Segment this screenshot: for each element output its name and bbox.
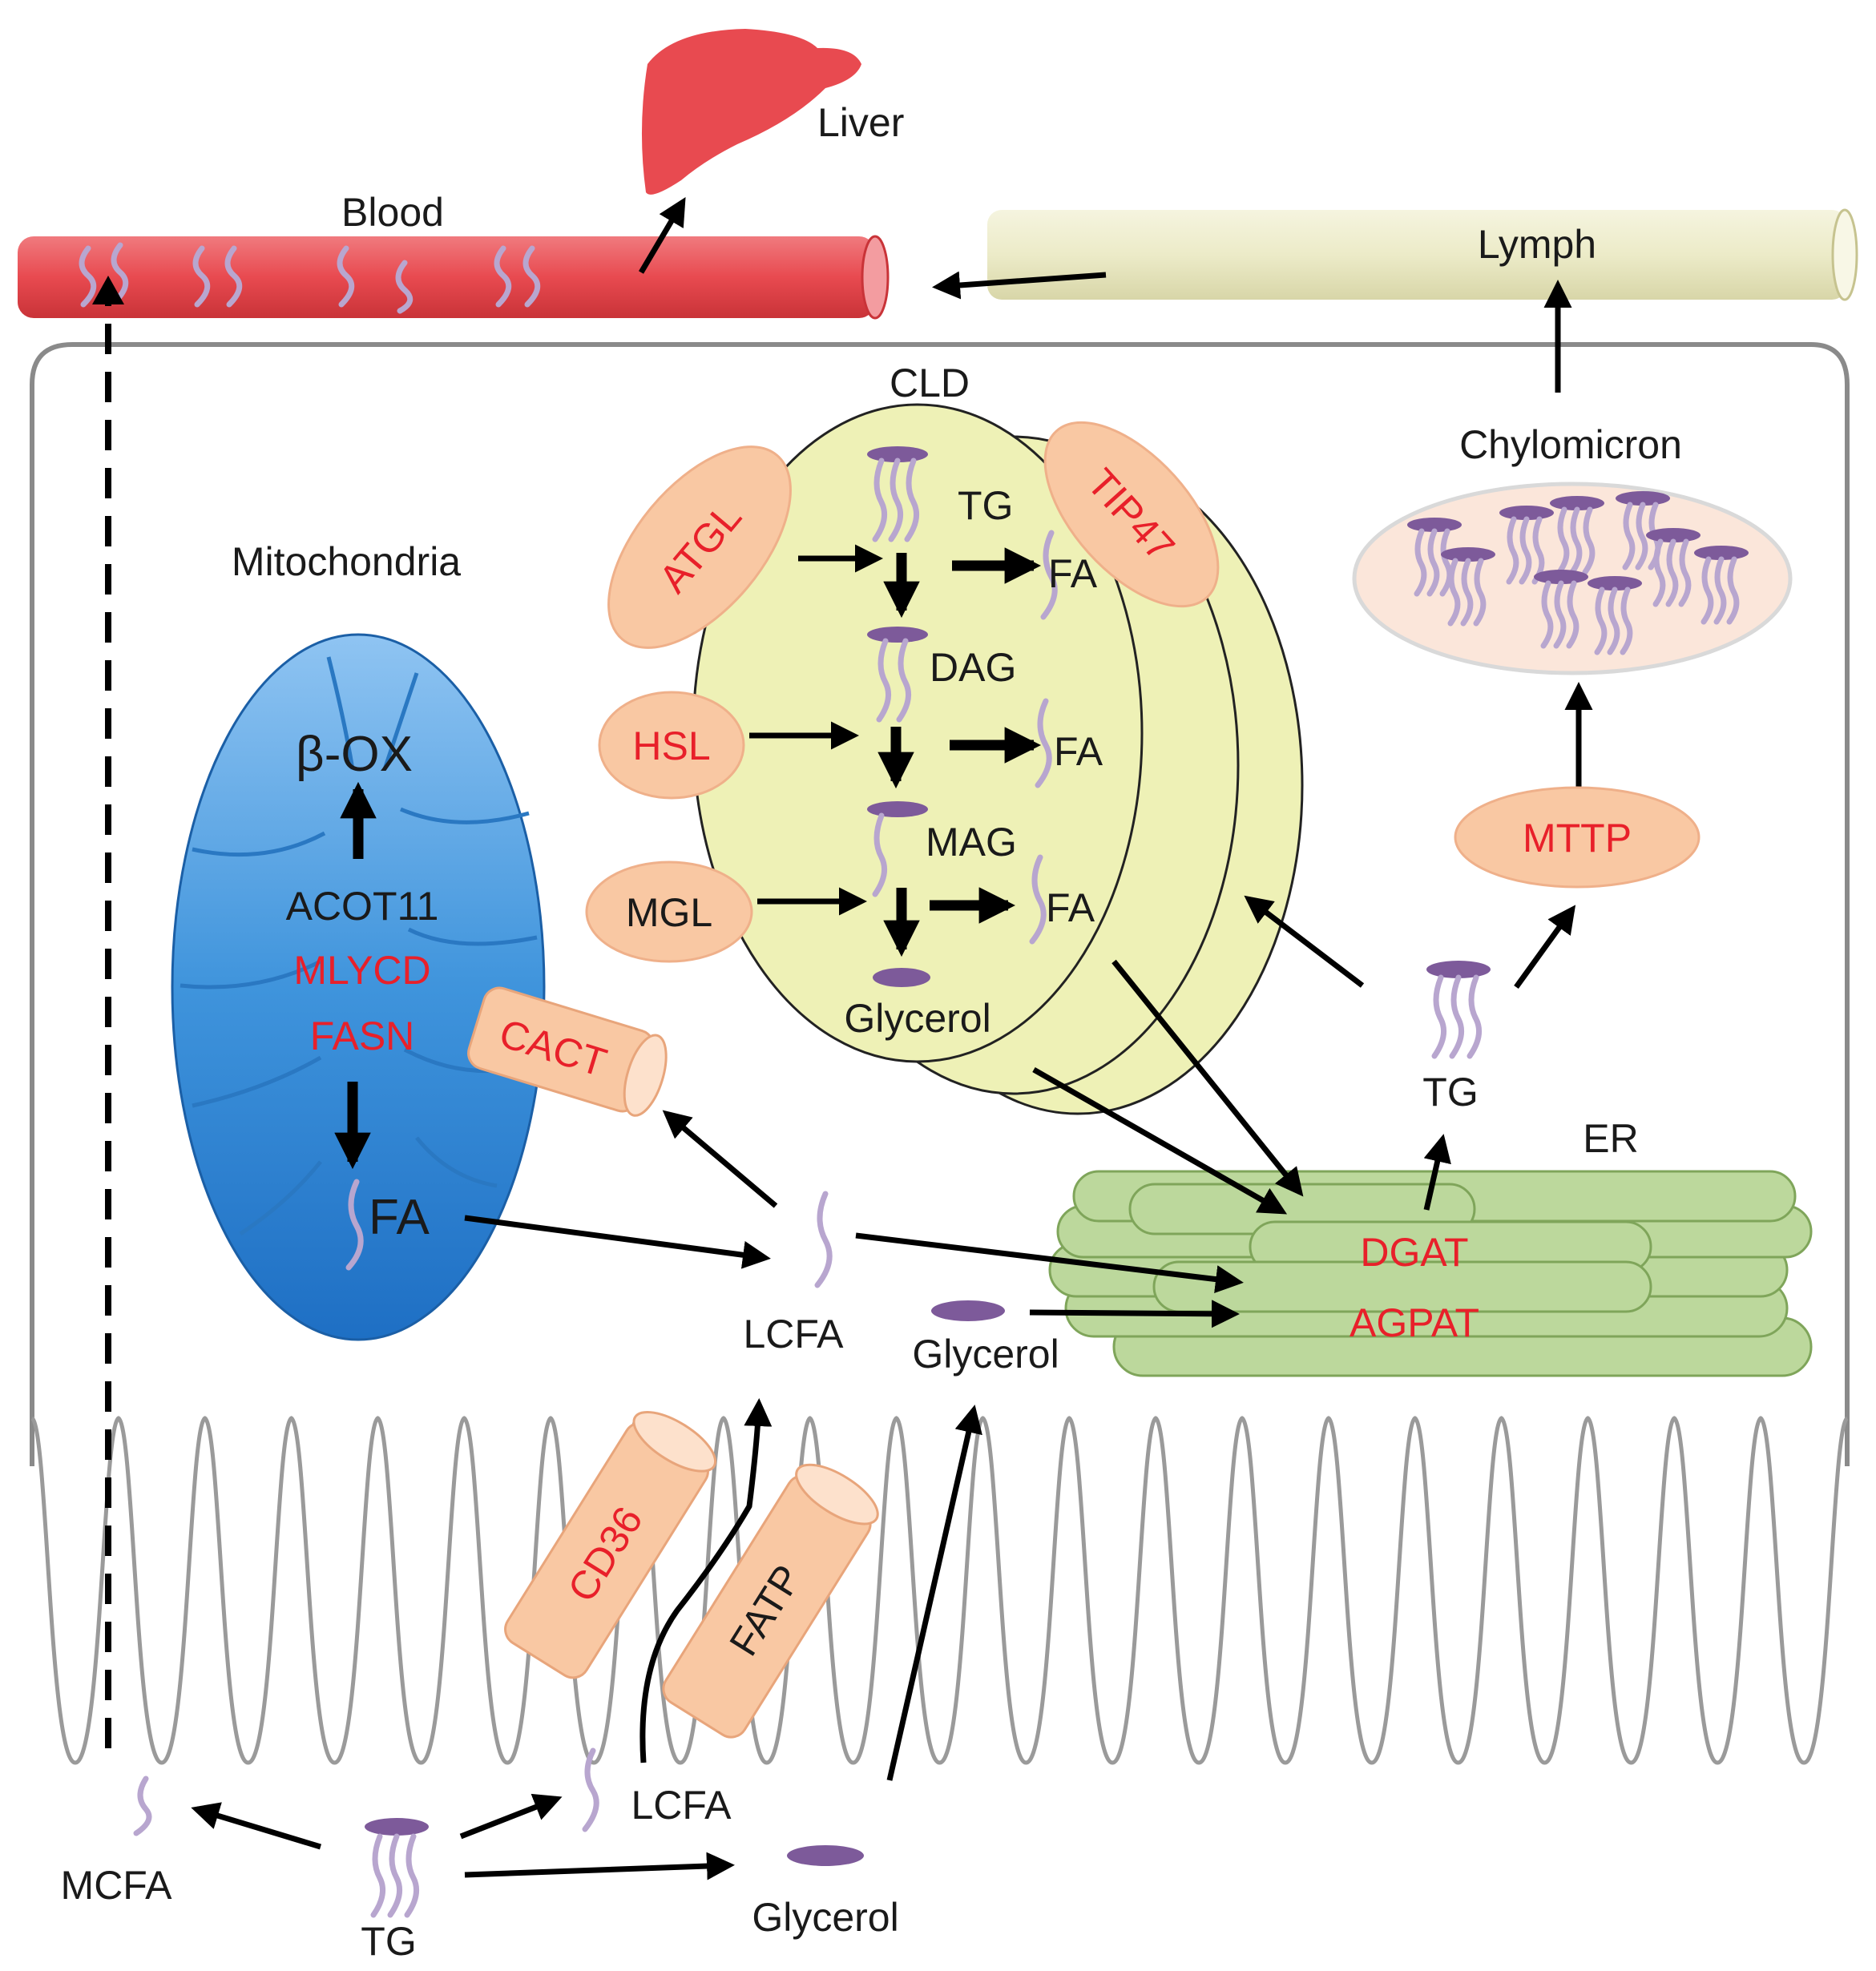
blood-to-liver-arrow	[638, 196, 686, 274]
cld-label: CLD	[890, 361, 970, 405]
lymph-vessel	[987, 208, 1858, 301]
lumen-glycerol-label: Glycerol	[752, 1895, 898, 1940]
er-tg-molecule	[1426, 961, 1491, 1059]
mttp-label: MTTP	[1523, 816, 1632, 861]
chylomicron-tg-molecules	[1407, 491, 1749, 655]
mgl-label: MGL	[626, 890, 712, 935]
chylomicron-tg-molecule	[1550, 496, 1604, 575]
fatp-transporter: FATP	[662, 1463, 879, 1739]
agpat-label: AGPAT	[1350, 1300, 1479, 1345]
liver-label: Liver	[817, 100, 904, 145]
cld-tg-molecule	[867, 446, 928, 542]
cld-dag-molecule	[867, 627, 928, 723]
mito-fa-to-lcfa-arrow	[464, 1215, 771, 1269]
cld-fa3-icon	[1029, 854, 1047, 945]
tg-to-cld-arrow	[1244, 895, 1365, 988]
cld-mag-label: MAG	[926, 820, 1017, 865]
cact-transporter: CACT	[467, 986, 668, 1117]
chylomicron-tg-molecule	[1694, 546, 1749, 625]
cld-fa1-label: FA	[1048, 551, 1098, 596]
lymph-label: Lymph	[1478, 222, 1596, 267]
cld-tg-label: TG	[958, 483, 1013, 528]
mito-fa-label: FA	[369, 1190, 430, 1245]
mgl-enzyme: MGL	[585, 861, 753, 963]
chylomicron-tg-molecule	[1534, 570, 1588, 649]
glycerol-to-er-arrow	[1029, 1300, 1240, 1328]
lumen-tg-label: TG	[361, 1919, 416, 1964]
mito-fa-icon	[345, 1179, 364, 1271]
fasn-label: FASN	[310, 1014, 415, 1058]
mcfa-dashed-arrowhead	[92, 276, 124, 304]
cell-glycerol-label: Glycerol	[912, 1332, 1059, 1376]
cld-fa2-label: FA	[1054, 729, 1103, 774]
mitochondria	[171, 633, 546, 1341]
liver-icon	[641, 29, 861, 195]
chylomicron-tg-molecule	[1407, 518, 1462, 597]
lcfa-to-er-arrow	[855, 1232, 1244, 1293]
hsl-enzyme: HSL	[598, 691, 745, 800]
endoplasmic-reticulum	[1048, 1170, 1813, 1377]
cld-fa1-icon	[1040, 530, 1058, 620]
mcfa-label: MCFA	[61, 1863, 173, 1908]
cd36-transporter: CD36	[504, 1410, 717, 1679]
lymph-to-blood-arrow	[932, 271, 1107, 300]
blood-label: Blood	[341, 190, 444, 235]
tg-to-mttp-arrow	[1514, 905, 1576, 990]
cell-lcfa-icon	[814, 1191, 833, 1288]
cld-mag-molecule	[867, 801, 928, 897]
cld-glycerol-label: Glycerol	[844, 996, 990, 1041]
lumen-glycerol-icon	[787, 1845, 864, 1866]
lumen-lcfa-label: LCFA	[631, 1783, 732, 1828]
cld-fa2-icon	[1035, 698, 1052, 788]
cld-glycerol-icon	[873, 968, 930, 987]
lcfa-to-cact-arrow	[662, 1110, 778, 1208]
chylomicron-tg-molecule	[1441, 547, 1495, 627]
mttp-protein: MTTP	[1454, 786, 1701, 889]
cld-to-er-arrow-1	[1032, 1066, 1288, 1215]
atgl-enzyme: ATGL	[607, 445, 792, 649]
lumen-tg-molecule	[365, 1818, 429, 1918]
cld-to-er-arrow-2	[1111, 959, 1304, 1197]
cld-dag-label: DAG	[930, 645, 1016, 690]
blood-vessel	[18, 235, 890, 320]
beta-ox-label: β-OX	[296, 727, 413, 782]
lumen-lcfa-icon	[582, 1747, 599, 1832]
er-tg-label: TG	[1422, 1070, 1478, 1114]
dgat-label: DGAT	[1360, 1230, 1468, 1275]
mcfa-icon	[133, 1776, 152, 1836]
chylomicron-tg-molecule	[1646, 528, 1701, 607]
mlycd-label: MLYCD	[293, 948, 430, 993]
cld-fa3-label: FA	[1046, 885, 1095, 930]
blood-fatty-acids	[79, 242, 541, 314]
acot11-label: ACOT11	[286, 884, 439, 929]
tg-to-glycerol-arrow	[464, 1852, 735, 1880]
tg-to-mcfa-arrow	[191, 1802, 322, 1850]
dgat-to-tg-arrow	[1423, 1134, 1451, 1211]
mitochondria-label: Mitochondria	[232, 539, 461, 584]
chylomicron-label: Chylomicron	[1459, 422, 1682, 467]
microvilli	[30, 1416, 1850, 1765]
hsl-label: HSL	[632, 724, 710, 768]
er-label: ER	[1583, 1116, 1638, 1161]
cell-membrane-outline	[30, 342, 1850, 1466]
glycerol-uptake-arrow	[886, 1405, 982, 1781]
tg-to-lcfa-arrow	[459, 1793, 563, 1840]
cell-lcfa-label: LCFA	[743, 1312, 844, 1356]
chylomicron-tg-molecule	[1588, 576, 1642, 655]
cell-glycerol-icon	[931, 1300, 1005, 1321]
lcfa-uptake-arrow	[639, 1398, 773, 1763]
tip47-protein: TIP47	[1043, 421, 1220, 608]
